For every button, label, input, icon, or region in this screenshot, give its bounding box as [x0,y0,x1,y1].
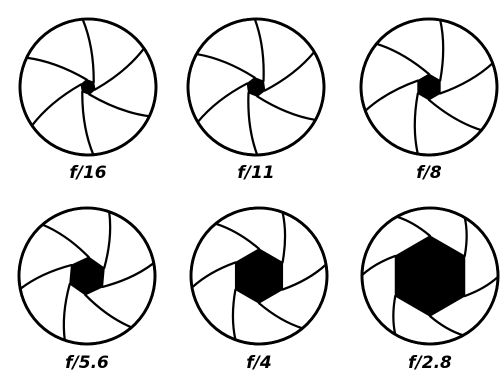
iris-diagram [191,208,327,344]
aperture-label: f/2.8 [408,353,452,373]
iris-diagram [20,19,156,155]
iris-diagram [361,19,497,155]
aperture-label: f/11 [237,163,274,183]
aperture-label: f/4 [246,353,271,373]
iris-diagram [19,208,155,344]
aperture-label: f/5.6 [65,353,109,373]
aperture-label: f/16 [69,163,106,183]
iris-diagram [188,19,324,155]
aperture-label: f/8 [416,163,442,183]
iris-diagram [362,208,498,344]
